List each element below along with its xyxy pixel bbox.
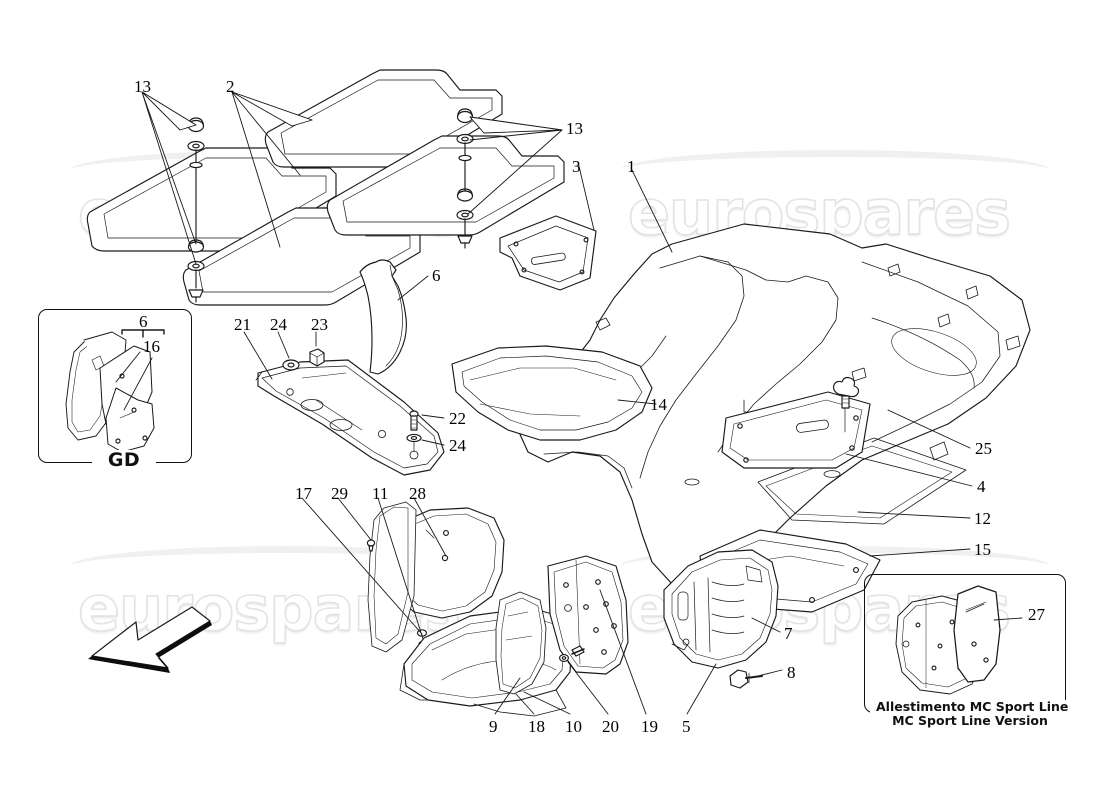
callout-4: 4 <box>977 477 986 496</box>
leader-line <box>494 589 783 715</box>
watermark-swoosh <box>70 546 500 587</box>
direction-arrow <box>88 606 212 673</box>
gd-callout-16: 16 <box>143 337 160 356</box>
callout-28: 28 <box>409 484 426 503</box>
callout-20: 20 <box>602 717 619 736</box>
callout-22: 22 <box>449 409 466 428</box>
floor-mat <box>326 135 565 236</box>
callout-5: 5 <box>682 717 691 736</box>
clip-28 <box>441 554 449 562</box>
mc-inset-art <box>895 585 1023 695</box>
callout-10: 10 <box>565 717 582 736</box>
leader-line <box>301 497 447 643</box>
trim-piece-6 <box>359 259 429 375</box>
leader-line <box>243 331 445 446</box>
callout-25: 25 <box>975 439 992 458</box>
callout-11: 11 <box>372 484 389 503</box>
callout-13b: 13 <box>566 119 583 138</box>
callout-24: 24 <box>270 315 287 334</box>
callout-7: 7 <box>784 624 793 643</box>
callout-13: 13 <box>134 77 151 96</box>
leader-line <box>617 399 657 405</box>
leader-line <box>397 275 429 301</box>
callout-17: 17 <box>295 484 312 503</box>
mc-inset-caption-line-it: Allestimento MC Sport Line <box>876 699 1069 714</box>
callout-24b: 24 <box>449 436 466 455</box>
fastener-22-24 <box>406 410 422 453</box>
mc-inset-caption: Allestimento MC Sport Line MC Sport Line… <box>870 700 1070 728</box>
leader-line <box>630 167 973 557</box>
carpet-section-14 <box>451 345 657 441</box>
callout-15: 15 <box>974 540 991 559</box>
console-shell-5 <box>663 549 779 669</box>
carpet-cover-plate <box>684 391 871 486</box>
leader-line <box>141 91 197 265</box>
callout-1: 1 <box>627 157 636 176</box>
leader-line <box>577 161 595 231</box>
gd-inset-art <box>65 329 165 453</box>
watermark-swoosh <box>620 150 1050 191</box>
callout-9: 9 <box>489 717 498 736</box>
callout-18: 18 <box>528 717 545 736</box>
mc-callout-27: 27 <box>1028 605 1045 624</box>
leader-line <box>231 91 313 248</box>
callout-23: 23 <box>311 315 328 334</box>
side-panel-10 <box>495 591 547 695</box>
carpet-clip-12 <box>832 376 860 433</box>
callout-6: 6 <box>432 266 441 285</box>
mat-fastener <box>187 117 205 303</box>
cover-panel-3 <box>499 161 597 291</box>
cover-17 <box>367 501 417 653</box>
bracket-19 <box>547 555 629 675</box>
leader-line <box>467 116 563 215</box>
callout-14: 14 <box>650 395 667 414</box>
fastener-23-24 <box>282 348 325 371</box>
callout-29: 29 <box>331 484 348 503</box>
gd-callout-6: 6 <box>139 312 148 331</box>
callout-12: 12 <box>974 509 991 528</box>
callout-19: 19 <box>641 717 658 736</box>
screw-20 <box>559 645 585 662</box>
callout-3: 3 <box>572 157 581 176</box>
callout-8: 8 <box>787 663 796 682</box>
mc-inset-caption-line-en: MC Sport Line Version <box>892 713 1048 728</box>
callout-2: 2 <box>226 77 235 96</box>
gd-inset-caption: GD <box>92 449 156 472</box>
callout-21: 21 <box>234 315 251 334</box>
